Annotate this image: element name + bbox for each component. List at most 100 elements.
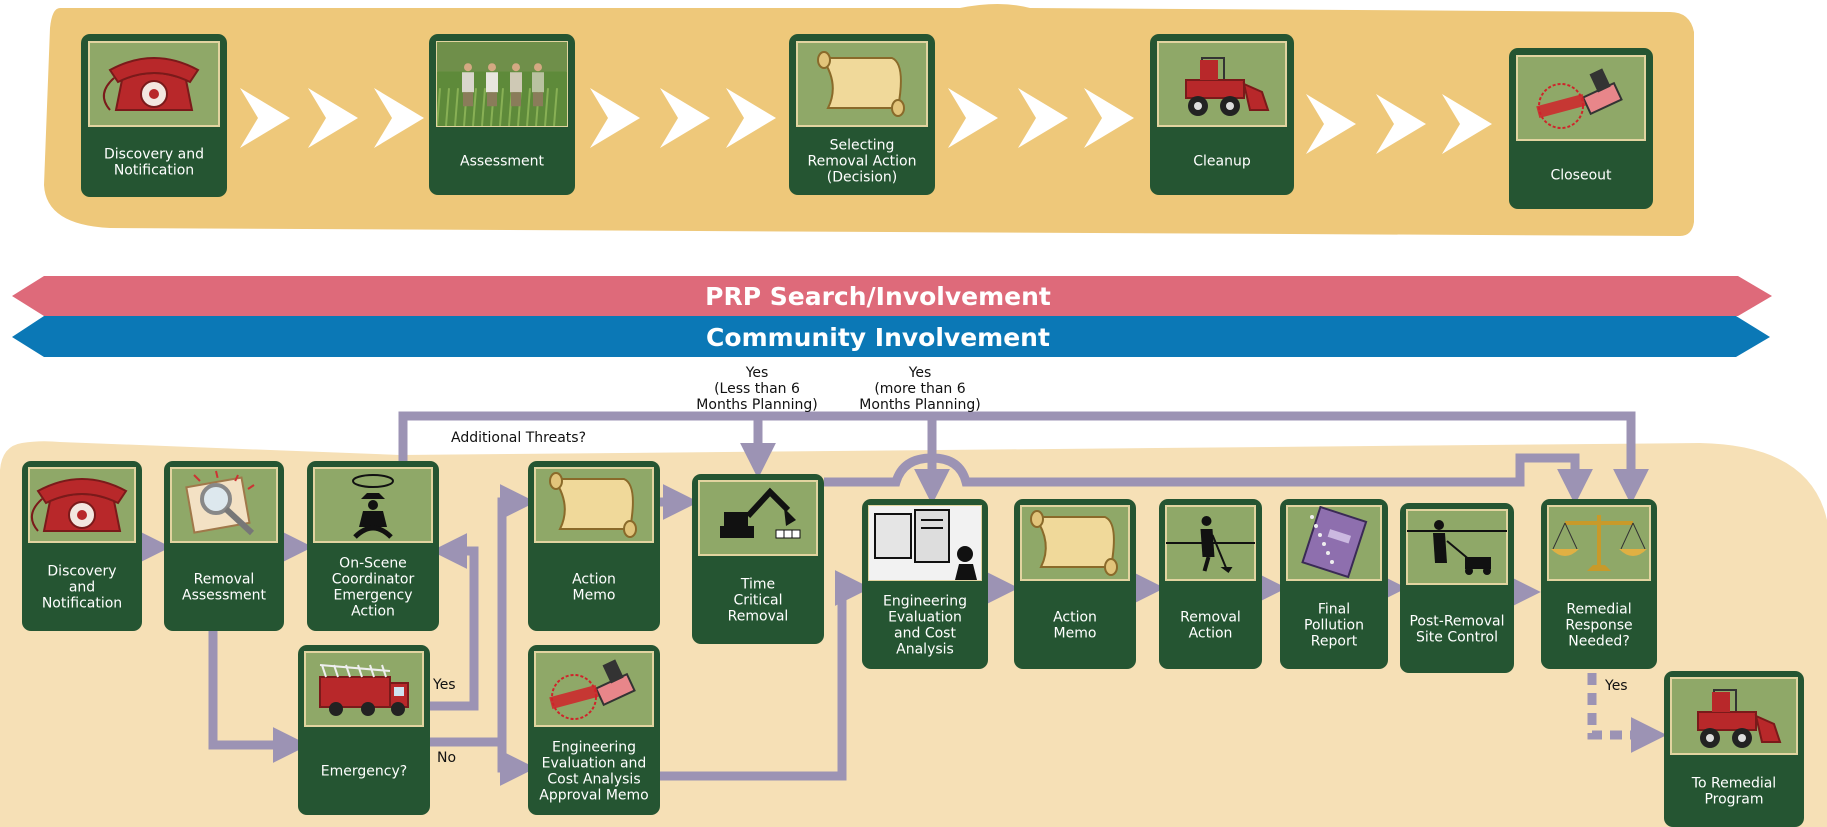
card-label-line: To Remedial [1691, 776, 1776, 792]
scales-icon [1551, 515, 1647, 571]
card-thumbnail [1406, 509, 1508, 585]
card-label-line: Action [1053, 610, 1097, 626]
card-label-line: Final [1318, 602, 1350, 618]
worker-sweeping-icon [1166, 516, 1255, 573]
telephone-icon [103, 57, 200, 111]
card-label-line: Notification [114, 163, 194, 179]
chevron-arrow [308, 88, 358, 148]
phase-card-p2: Assessment [429, 34, 575, 195]
community-band-label: Community Involvement [706, 323, 1050, 352]
prp-band-label: PRP Search/Involvement [705, 282, 1051, 311]
chevron-arrow [1442, 94, 1492, 154]
card-label-line: Selecting [830, 138, 895, 154]
card-label-line: and Cost [894, 626, 956, 642]
card-label-line: Memo [573, 588, 616, 604]
card-label-line: Removal [194, 572, 255, 588]
card-label-line: Program [1704, 792, 1763, 808]
bulldozer-icon [1697, 689, 1782, 748]
step-card-b4: Emergency? [298, 645, 430, 815]
card-label-line: Closeout [1550, 168, 1612, 184]
card-label-line: Engineering [883, 594, 967, 610]
card-label-line: Evaluation and [542, 756, 647, 772]
card-label-line: Removal Action [808, 154, 917, 170]
card-label-line: Assessment [460, 154, 544, 170]
phase-chevrons [240, 88, 1492, 154]
connector-b4-b6 [497, 742, 536, 786]
card-label-line: Pollution [1304, 618, 1364, 634]
chevron-arrow [590, 88, 640, 148]
card-label-line: Site Control [1416, 630, 1498, 646]
prp-band: PRP Search/Involvement [12, 276, 1772, 316]
card-label-line: Notification [42, 596, 122, 612]
connector-additional-threats [398, 411, 1649, 505]
chevron-arrow [1306, 94, 1356, 154]
card-label-line: Engineering [552, 740, 636, 756]
card-label-line: Assessment [182, 588, 266, 604]
card-label-line: Discovery [47, 564, 116, 580]
connector-b7-remedial [824, 453, 1593, 505]
card-label-line: Emergency? [321, 764, 407, 780]
chevron-arrow [240, 88, 290, 148]
card-label-line: Cleanup [1193, 154, 1251, 170]
yes-more-label-3: Months Planning) [859, 397, 980, 413]
phase-card-p4: Cleanup [1150, 34, 1294, 195]
emergency-no-label: No [437, 750, 456, 766]
chevron-arrow [1018, 88, 1068, 148]
card-label-line: Approval Memo [539, 788, 648, 804]
connector-b4-yes [430, 533, 479, 711]
fire-truck-icon [319, 664, 409, 716]
card-label-line: Response [1565, 618, 1632, 634]
chevron-arrow [1084, 88, 1134, 148]
chevron-arrow [374, 88, 424, 148]
yes-less-label-3: Months Planning) [696, 397, 817, 413]
cowboy-lasso-icon [352, 474, 394, 539]
phase-card-p5: Closeout [1509, 48, 1653, 209]
notebook-icon [1301, 506, 1368, 579]
connector-b2-b4 [208, 631, 309, 763]
card-label-line: On-Scene [339, 556, 407, 572]
card-label-line: Needed? [1568, 634, 1630, 650]
approved-stamp-icon [549, 659, 636, 720]
card-label-line: Critical [734, 593, 783, 609]
chevron-arrow [726, 88, 776, 148]
card-label-line: Report [1311, 634, 1358, 650]
card-label-line: (Decision) [827, 170, 898, 186]
card-label-line: Post-Removal [1409, 614, 1504, 630]
card-label-line: Analysis [896, 642, 954, 658]
card-label-line: Removal [1180, 610, 1241, 626]
yes-less-label-1: Yes [745, 365, 769, 381]
lab-equipment-icon [869, 506, 981, 580]
scroll-icon [1030, 510, 1118, 576]
card-label-line: Remedial [1566, 602, 1631, 618]
remedial-yes-label: Yes [1604, 678, 1628, 694]
chevron-arrow [660, 88, 710, 148]
card-label-line: Discovery and [104, 147, 204, 163]
excavator-icon [720, 487, 801, 539]
scroll-icon [549, 472, 637, 538]
card-label-line: Emergency [334, 588, 413, 604]
card-label-line: Coordinator [332, 572, 415, 588]
connector-b6-b8 [660, 570, 871, 781]
magnifier-icon [185, 470, 255, 536]
card-label-line: Removal [728, 609, 789, 625]
annotations: Additional Threats? Yes (Less than 6 Mon… [432, 365, 1628, 766]
yes-more-label-2: (more than 6 [874, 381, 965, 397]
scroll-icon [817, 51, 905, 117]
flow-connectors [134, 411, 1667, 786]
